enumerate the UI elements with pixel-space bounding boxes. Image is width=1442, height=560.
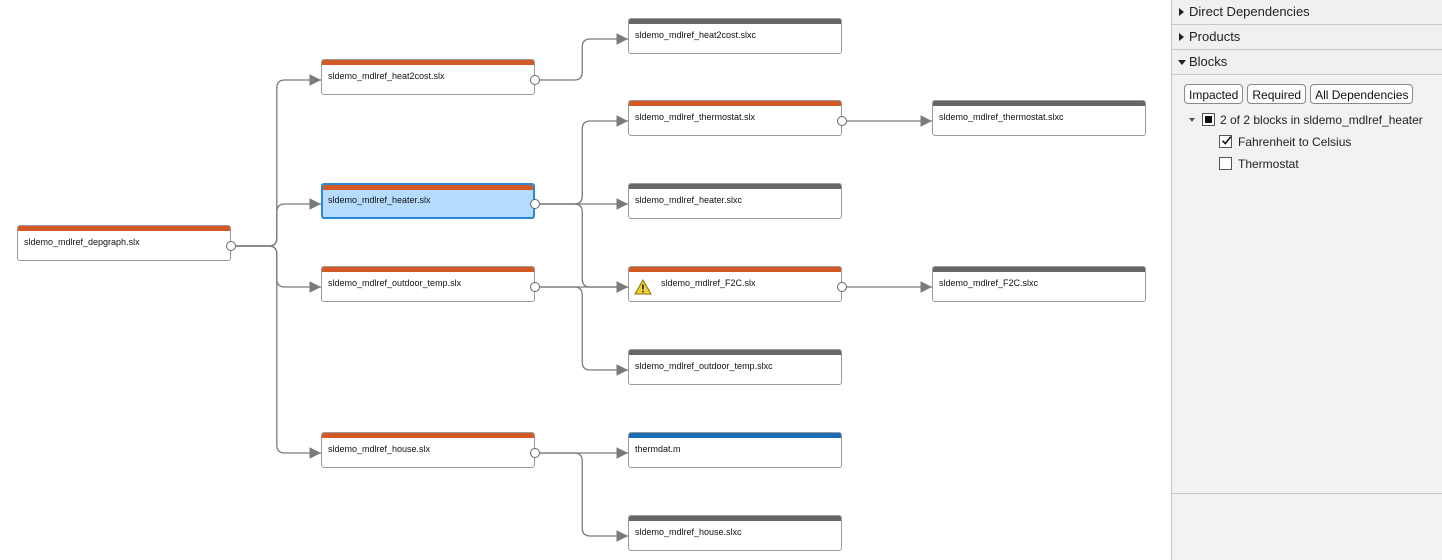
checkmark-icon (1221, 136, 1232, 145)
section-title: Products (1189, 29, 1241, 44)
node-sldemo-mdlref-thermostat-slxc[interactable]: sldemo_mdlref_thermostat.slxc (932, 100, 1146, 136)
generated-type-bar (933, 267, 1145, 272)
required-button[interactable]: Required (1247, 84, 1307, 104)
node-label: thermdat.m (635, 444, 681, 454)
file-type-bar (629, 433, 841, 438)
node-sldemo-mdlref-outdoor-temp-slxc[interactable]: sldemo_mdlref_outdoor_temp.slxc (628, 349, 842, 385)
node-thermdat-m[interactable]: thermdat.m (628, 432, 842, 468)
node-sldemo-mdlref-heater-selected[interactable]: sldemo_mdlref_heater.slx (321, 183, 535, 219)
dependency-edges (236, 33, 932, 542)
model-type-bar (629, 101, 841, 106)
generated-type-bar (629, 350, 841, 355)
node-label: sldemo_mdlref_heat2cost.slx (328, 71, 445, 81)
dependency-edge[interactable] (236, 245, 321, 293)
node-label: sldemo_mdlref_outdoor_temp.slx (328, 278, 462, 288)
node-label: sldemo_mdlref_F2C.slx (661, 278, 756, 288)
collapse-arrow-icon (1178, 60, 1186, 65)
node-label: sldemo_mdlref_heater.slx (328, 195, 431, 205)
node-label: sldemo_mdlref_thermostat.slx (635, 112, 756, 122)
section-title: Blocks (1189, 54, 1228, 69)
node-label: sldemo_mdlref_outdoor_temp.slxc (635, 361, 773, 371)
node-sldemo-mdlref-f2c-slxc[interactable]: sldemo_mdlref_F2C.slxc (932, 266, 1146, 302)
node-sldemo-mdlref-depgraph[interactable]: sldemo_mdlref_depgraph.slx (17, 225, 231, 261)
model-type-bar (629, 267, 841, 272)
node-sldemo-mdlref-heater-slxc[interactable]: sldemo_mdlref_heater.slxc (628, 183, 842, 219)
generated-type-bar (933, 101, 1145, 106)
node-label: sldemo_mdlref_heat2cost.slxc (635, 30, 757, 40)
section-title: Direct Dependencies (1189, 4, 1310, 19)
model-type-bar (18, 226, 230, 231)
tree-collapse-icon[interactable] (1189, 118, 1195, 122)
fahrenheit-to-celsius-checkbox[interactable] (1219, 135, 1232, 148)
root-block-checkbox[interactable] (1202, 113, 1215, 126)
node-label: sldemo_mdlref_F2C.slxc (939, 278, 1039, 288)
node-label: sldemo_mdlref_depgraph.slx (24, 237, 140, 247)
tree-root-label: 2 of 2 blocks in sldemo_mdlref_heater (1220, 113, 1423, 127)
node-sldemo-mdlref-heat2cost[interactable]: sldemo_mdlref_heat2cost.slx (321, 59, 535, 95)
output-port[interactable] (837, 282, 847, 292)
node-sldemo-mdlref-outdoor-temp[interactable]: sldemo_mdlref_outdoor_temp.slx (321, 266, 535, 302)
tree-item-label: Thermostat (1238, 157, 1299, 171)
dependency-edge[interactable] (540, 203, 628, 293)
node-sldemo-mdlref-f2c[interactable]: sldemo_mdlref_F2C.slx (628, 266, 842, 302)
expand-arrow-icon (1179, 8, 1184, 16)
tree-item-label: Fahrenheit to Celsius (1238, 135, 1352, 149)
dependency-edge[interactable] (236, 245, 321, 459)
output-port[interactable] (530, 282, 540, 292)
node-label: sldemo_mdlref_house.slx (328, 444, 431, 454)
impacted-button[interactable]: Impacted (1184, 84, 1244, 104)
output-port[interactable] (530, 75, 540, 85)
warning-icon (634, 279, 652, 295)
generated-type-bar (629, 19, 841, 24)
output-port[interactable] (837, 116, 847, 126)
thermostat-checkbox[interactable] (1219, 157, 1232, 170)
node-sldemo-mdlref-house[interactable]: sldemo_mdlref_house.slx (321, 432, 535, 468)
all-dependencies-button[interactable]: All Dependencies (1310, 84, 1414, 104)
node-label: sldemo_mdlref_thermostat.slxc (939, 112, 1064, 122)
generated-type-bar (629, 516, 841, 521)
model-type-bar (322, 267, 534, 272)
node-sldemo-mdlref-thermostat[interactable]: sldemo_mdlref_thermostat.slx (628, 100, 842, 136)
node-sldemo-mdlref-house-slxc[interactable]: sldemo_mdlref_house.slxc (628, 515, 842, 551)
dependency-edge[interactable] (236, 198, 321, 247)
node-label: sldemo_mdlref_heater.slxc (635, 195, 743, 205)
output-port[interactable] (530, 199, 540, 209)
model-type-bar (323, 185, 533, 190)
node-sldemo-mdlref-heat2cost-slxc[interactable]: sldemo_mdlref_heat2cost.slxc (628, 18, 842, 54)
dependency-edge[interactable] (540, 33, 628, 81)
expand-arrow-icon (1179, 33, 1184, 41)
section-products[interactable]: Products (1172, 25, 1442, 50)
model-type-bar (322, 60, 534, 65)
output-port[interactable] (530, 448, 540, 458)
properties-panel: Direct Dependencies Products Blocks Impa… (1171, 0, 1442, 560)
dependency-edge[interactable] (540, 452, 628, 542)
section-direct-dependencies[interactable]: Direct Dependencies (1172, 0, 1442, 25)
output-port[interactable] (226, 241, 236, 251)
section-blocks[interactable]: Blocks (1172, 50, 1442, 75)
panel-divider (1172, 493, 1442, 494)
dependency-edge[interactable] (540, 115, 628, 205)
node-label: sldemo_mdlref_house.slxc (635, 527, 742, 537)
dependency-graph-canvas[interactable]: sldemo_mdlref_depgraph.slx sldemo_mdlref… (0, 0, 1171, 560)
generated-type-bar (629, 184, 841, 189)
dependency-edge[interactable] (236, 74, 321, 247)
model-type-bar (322, 433, 534, 438)
dependency-edge[interactable] (540, 286, 628, 376)
